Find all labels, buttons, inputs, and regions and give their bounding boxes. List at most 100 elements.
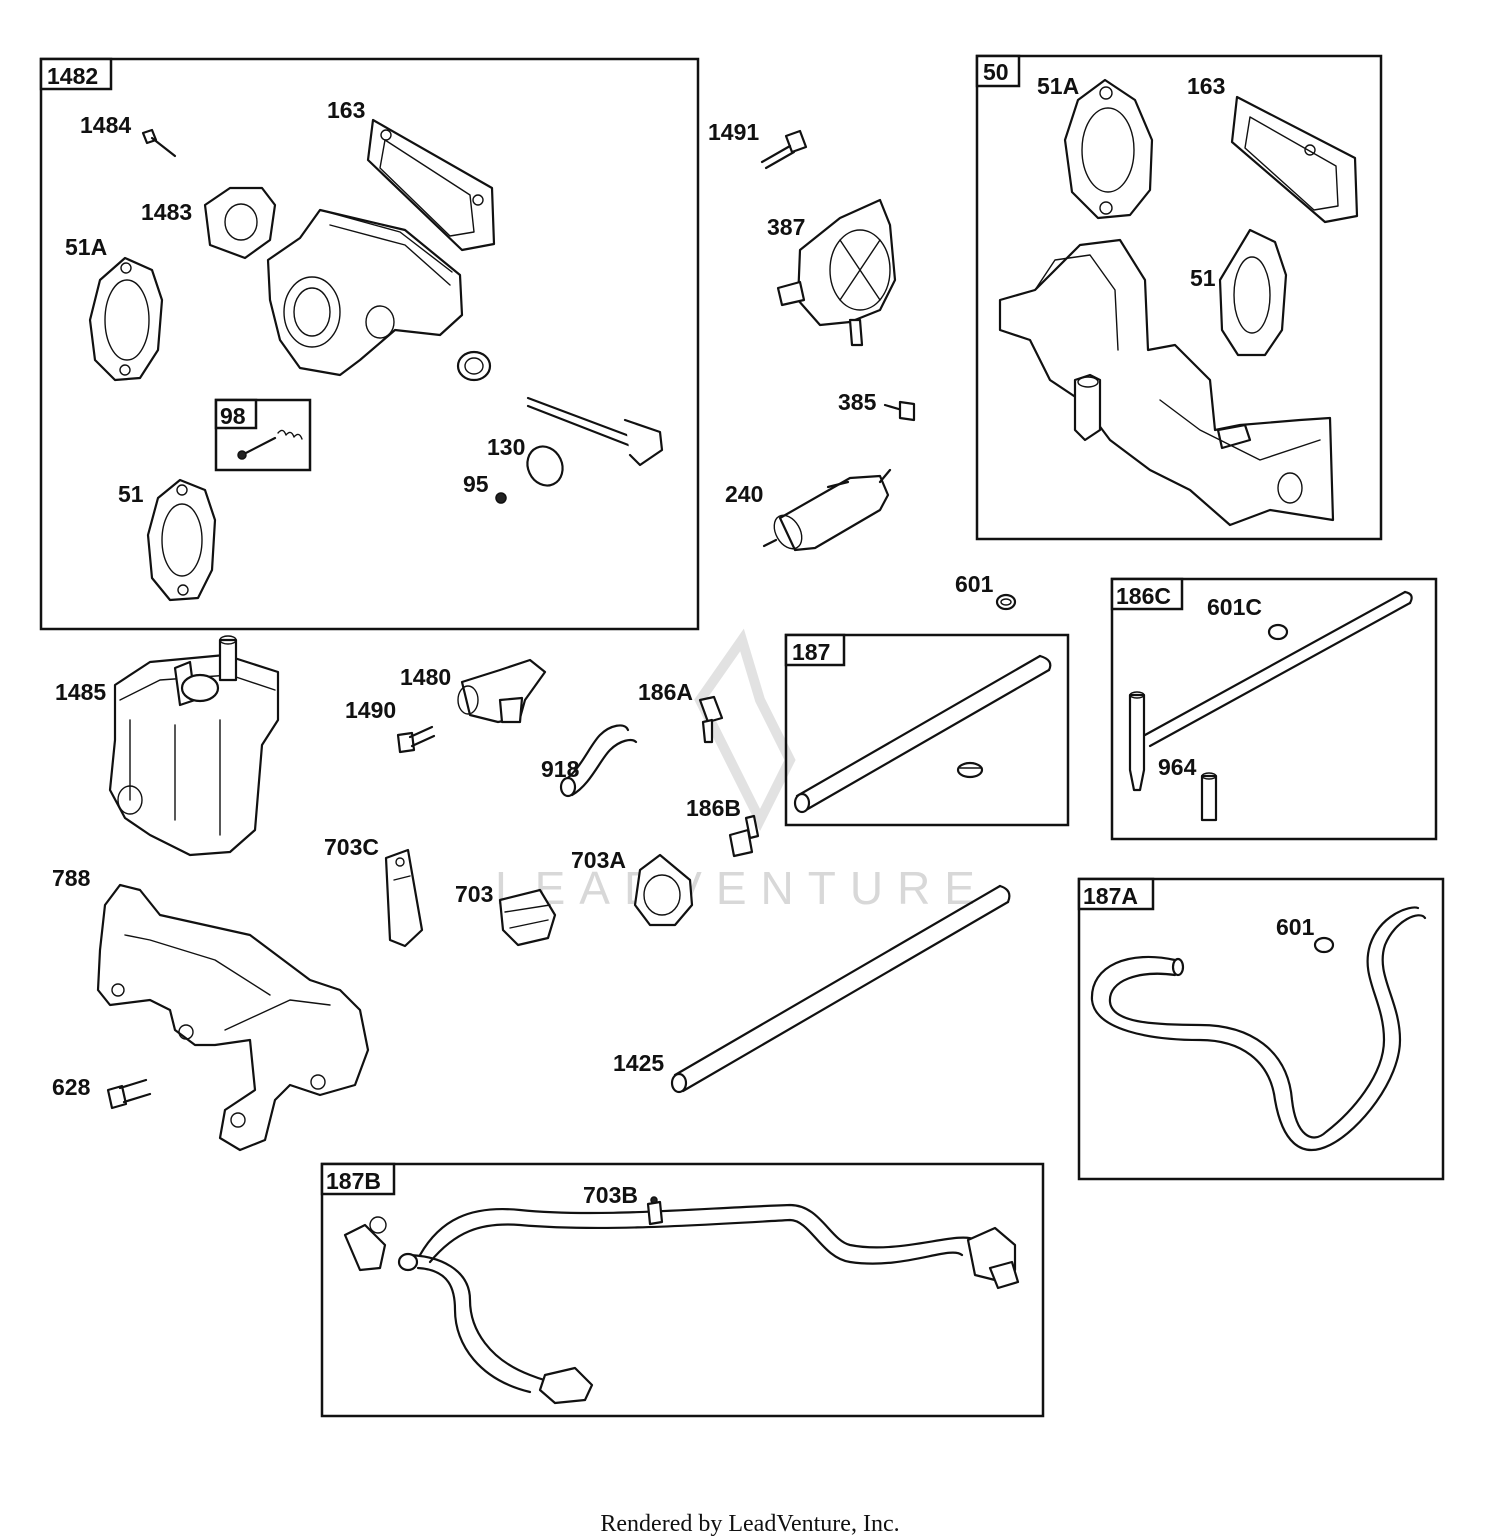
group-187-tag: 187 [792, 639, 830, 665]
label-163-left[interactable]: 163 [327, 97, 365, 123]
part-1484-screw[interactable] [141, 128, 177, 158]
label-703A[interactable]: 703A [571, 847, 626, 873]
group-98-frame [214, 398, 312, 472]
part-1483-adapter[interactable] [203, 186, 277, 260]
label-385[interactable]: 385 [838, 389, 877, 415]
label-240[interactable]: 240 [725, 481, 763, 507]
label-1480[interactable]: 1480 [400, 664, 451, 690]
part-1490-bolt[interactable] [396, 725, 436, 754]
part-1480-injector[interactable] [457, 658, 547, 724]
part-throttle-plate[interactable] [521, 441, 569, 492]
part-601C-clamp[interactable] [1267, 623, 1289, 641]
label-51A-right[interactable]: 51A [1037, 73, 1079, 99]
part-51A-gasket-left[interactable] [88, 256, 164, 382]
label-703C[interactable]: 703C [324, 834, 379, 860]
label-601-right[interactable]: 601 [1276, 914, 1315, 940]
label-51-left[interactable]: 51 [118, 481, 144, 507]
label-1491[interactable]: 1491 [708, 119, 759, 145]
part-130-shaft[interactable] [526, 396, 664, 467]
part-intake-manifold[interactable] [998, 238, 1335, 527]
group-187A-frame [1077, 877, 1445, 1181]
group-186C[interactable]: 186C 601C 964 [1110, 577, 1438, 841]
part-186A-fitting[interactable] [698, 695, 724, 744]
label-95[interactable]: 95 [463, 471, 489, 497]
label-51-right[interactable]: 51 [1190, 265, 1216, 291]
part-601-clamp-right[interactable] [1313, 936, 1335, 954]
part-51-gasket-right[interactable] [1218, 228, 1288, 357]
part-carburetor-body[interactable] [266, 208, 492, 382]
label-186A[interactable]: 186A [638, 679, 693, 705]
part-964-sleeve[interactable] [1200, 772, 1218, 822]
part-98-screw-spring[interactable] [237, 429, 303, 460]
label-1483[interactable]: 1483 [141, 199, 192, 225]
group-187-tag-box [784, 633, 846, 667]
group-187-frame [784, 633, 1070, 827]
part-240-fuel-filter[interactable] [762, 468, 892, 554]
label-703B[interactable]: 703B [583, 1182, 638, 1208]
label-130[interactable]: 130 [487, 434, 525, 460]
group-187B-frame [320, 1162, 1045, 1418]
group-1482-tag: 1482 [47, 63, 98, 89]
label-163-right[interactable]: 163 [1187, 73, 1225, 99]
part-1485-fuel-cup[interactable] [108, 635, 280, 857]
group-187[interactable]: 187 [784, 633, 1070, 827]
group-186C-tag-box [1110, 577, 1184, 611]
part-51-gasket-left[interactable] [146, 478, 217, 602]
part-1491-bolt[interactable] [760, 129, 808, 170]
part-703C-clip[interactable] [384, 848, 424, 948]
group-187B-tag: 187B [326, 1168, 381, 1194]
group-98-tag: 98 [220, 403, 246, 429]
part-186B-fitting[interactable] [728, 814, 760, 858]
label-186B[interactable]: 186B [686, 795, 741, 821]
label-1425[interactable]: 1425 [613, 1050, 664, 1076]
group-98-tag-box [214, 398, 258, 430]
part-387-fuel-pump[interactable] [776, 198, 897, 347]
part-703B-fitting[interactable] [646, 1196, 664, 1226]
part-186C-hose[interactable] [1143, 590, 1413, 748]
group-187A-tag-box [1077, 877, 1155, 911]
part-601-clamp-top[interactable] [995, 593, 1017, 611]
label-703[interactable]: 703 [455, 881, 493, 907]
part-186C-fitting[interactable] [1128, 691, 1146, 792]
part-385-bolt[interactable] [883, 400, 916, 422]
label-1485[interactable]: 1485 [55, 679, 106, 705]
label-918[interactable]: 918 [541, 756, 580, 782]
label-964[interactable]: 964 [1158, 754, 1197, 780]
group-187B-tag-box [320, 1162, 396, 1196]
part-918-hose[interactable] [559, 724, 638, 798]
group-50[interactable]: 50 51A 163 51 [975, 54, 1383, 541]
part-1425-hose[interactable] [670, 884, 1011, 1094]
part-187-hose[interactable] [793, 654, 1052, 814]
part-628-bolt[interactable] [106, 1078, 152, 1110]
label-51A-left[interactable]: 51A [65, 234, 107, 260]
watermark-text: LEADVENTURE [495, 862, 989, 914]
label-788[interactable]: 788 [52, 865, 91, 891]
part-187-clamp[interactable] [956, 761, 984, 779]
footer-credit: Rendered by LeadVenture, Inc. [600, 1511, 899, 1537]
part-187B-hose-assembly[interactable] [343, 1203, 1020, 1405]
part-788-bracket[interactable] [96, 883, 370, 1152]
group-187A[interactable]: 187A 601 [1077, 877, 1445, 1181]
label-601C[interactable]: 601C [1207, 594, 1262, 620]
label-628[interactable]: 628 [52, 1074, 91, 1100]
part-51A-gasket-right[interactable] [1063, 78, 1154, 220]
group-186C-tag: 186C [1116, 583, 1171, 609]
group-1482[interactable]: 1482 1484 163 1483 51A [39, 57, 700, 631]
group-187B[interactable]: 187B 703B [320, 1162, 1045, 1418]
part-95-screw[interactable] [495, 492, 507, 504]
group-50-frame [975, 54, 1383, 541]
label-1490[interactable]: 1490 [345, 697, 396, 723]
part-703-clip[interactable] [498, 888, 557, 947]
part-703A-clamp[interactable] [633, 853, 694, 927]
part-163-gasket[interactable] [366, 118, 496, 252]
label-601-top[interactable]: 601 [955, 571, 994, 597]
group-186C-frame [1110, 577, 1438, 841]
label-1484[interactable]: 1484 [80, 112, 131, 138]
group-1482-tag-box [39, 57, 113, 91]
group-1482-frame [39, 57, 700, 631]
part-187A-hose[interactable] [1090, 906, 1427, 1151]
group-50-tag-box [975, 54, 1021, 88]
part-163-gasket-right[interactable] [1230, 95, 1359, 224]
label-387[interactable]: 387 [767, 214, 805, 240]
